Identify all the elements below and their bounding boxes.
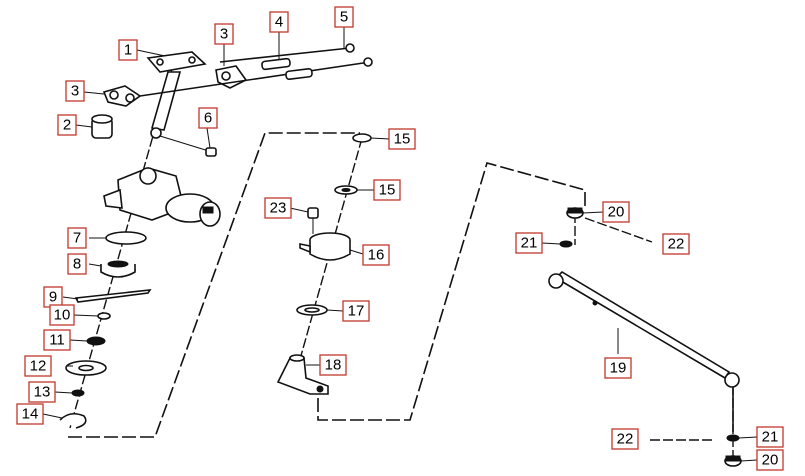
callout-10: 10	[49, 304, 75, 326]
tie-rod-part	[548, 270, 740, 388]
callout-15-upper-label: 15	[394, 131, 411, 148]
callout-16: 16	[362, 244, 390, 266]
callout-3-upper: 3	[214, 23, 234, 45]
bearing-part	[100, 260, 136, 278]
callout-14: 14	[16, 403, 44, 425]
ball-joint-top-part	[566, 207, 584, 219]
callout-13: 13	[28, 381, 56, 403]
callout-7: 7	[67, 227, 87, 249]
callout-1: 1	[118, 39, 138, 61]
callout-20-upper: 20	[602, 201, 630, 223]
callout-20-lower: 20	[756, 449, 784, 471]
callout-15-lower-label: 15	[379, 182, 396, 199]
callout-9-label: 9	[49, 289, 57, 306]
callout-6-label: 6	[204, 110, 212, 127]
nut-top-part	[559, 240, 573, 248]
pitman-arm-part	[276, 354, 329, 395]
clamp-bracket-lower-part	[102, 85, 142, 107]
cotter-pin-part	[74, 289, 152, 303]
small-bolt-part	[307, 207, 319, 234]
spring-washer-part	[71, 389, 85, 397]
callout-15-lower: 15	[373, 179, 401, 201]
callout-11: 11	[43, 329, 71, 351]
callout-6: 6	[198, 107, 218, 129]
callout-3-lower: 3	[65, 80, 85, 102]
callout-2: 2	[57, 114, 77, 136]
callout-3-lower-label: 3	[71, 83, 79, 100]
small-washer-part	[97, 312, 111, 320]
washer-lower-part	[334, 185, 358, 195]
callout-21-lower-label: 21	[762, 429, 779, 446]
nut-bottom-part	[726, 434, 740, 442]
callout-20-lower-label: 20	[762, 452, 779, 469]
callout-22-lower-label: 22	[617, 431, 634, 448]
clip-ring-part	[105, 231, 147, 245]
split-pin-top-part	[584, 217, 653, 243]
callout-8-label: 8	[73, 256, 81, 273]
callout-10-label: 10	[54, 307, 71, 324]
callout-11-label: 11	[49, 332, 65, 349]
callout-23-label: 23	[270, 200, 287, 217]
steering-shaft-part	[150, 71, 182, 131]
assembly-frame-left	[68, 132, 360, 438]
callout-2-label: 2	[63, 117, 71, 134]
callout-20-upper-label: 20	[608, 204, 625, 221]
top-plate-part	[146, 51, 207, 73]
callout-1-label: 1	[124, 42, 132, 59]
callout-21-upper-label: 21	[521, 235, 538, 252]
seal-ring-part	[296, 304, 328, 316]
bolt-part	[150, 127, 217, 157]
ball-joint-bottom-part	[724, 455, 742, 467]
large-washer-part	[65, 360, 107, 376]
callout-15-upper: 15	[388, 128, 416, 150]
callout-7-label: 7	[73, 230, 81, 247]
callout-19: 19	[604, 357, 632, 379]
callout-17: 17	[342, 300, 370, 322]
clamp-bracket-upper-part	[215, 65, 248, 89]
callout-16-label: 16	[368, 247, 385, 264]
callout-8: 8	[67, 253, 87, 275]
callout-23: 23	[264, 197, 292, 219]
callout-14-label: 14	[22, 406, 39, 423]
bushing-part	[91, 114, 113, 139]
assembly-frame-middle	[317, 162, 586, 421]
callout-21-upper: 21	[515, 232, 543, 254]
callout-22-upper-label: 22	[668, 236, 685, 253]
callout-21-lower: 21	[756, 426, 784, 448]
callout-22-lower: 22	[611, 428, 639, 450]
callout-18-label: 18	[325, 357, 342, 374]
callout-12: 12	[24, 355, 52, 377]
knuckle-bearing-part	[299, 232, 351, 261]
leader-lines	[42, 27, 758, 462]
callout-13-label: 13	[34, 384, 51, 401]
callout-4: 4	[269, 11, 289, 33]
callout-3-upper-label: 3	[220, 26, 228, 43]
callout-17-label: 17	[348, 303, 365, 320]
callout-5: 5	[334, 6, 354, 28]
callout-9: 9	[43, 286, 63, 308]
callout-5-label: 5	[340, 9, 348, 26]
washer-upper-part	[352, 133, 372, 143]
callout-22-upper: 22	[662, 233, 690, 255]
callout-12-label: 12	[30, 358, 47, 375]
link-rod-part	[139, 43, 373, 97]
circlip-part	[59, 412, 87, 429]
nut-part	[86, 336, 106, 346]
callout-18: 18	[319, 354, 347, 376]
steering-gearbox-part	[103, 167, 221, 227]
callout-19-label: 19	[610, 360, 627, 377]
callout-4-label: 4	[275, 14, 283, 31]
